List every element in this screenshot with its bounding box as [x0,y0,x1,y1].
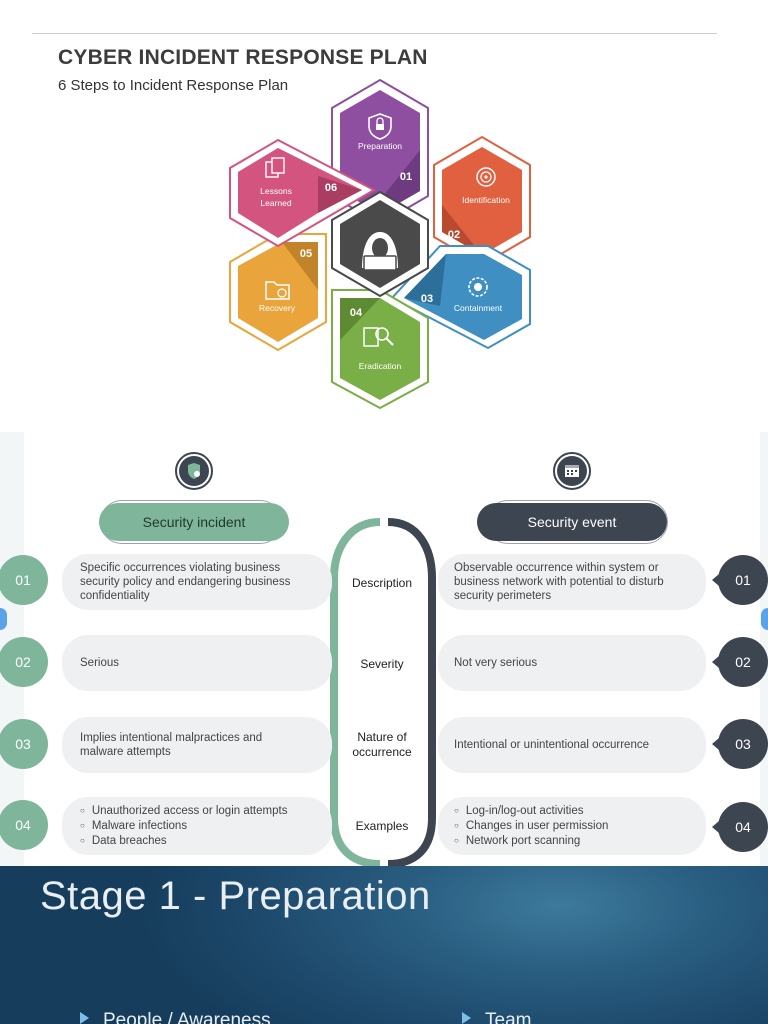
criterion-examples: Examples [355,819,409,833]
diagram-title: CYBER INCIDENT RESPONSE PLAN [58,46,428,69]
step-eradication: Eradication 04 [331,289,429,410]
hexagon-cycle-diagram: Preparation 01 Identification 02 Contai [229,78,531,410]
row-number-right: 03 [712,719,768,769]
slide-title: Stage 1 - Preparation [40,874,431,918]
step-number: 02 [448,229,460,241]
stage-slide-section: Stage 1 - Preparation People / Awareness… [0,866,768,1024]
row-number-left: 02 [0,637,48,687]
slide-bullet: Team [462,1010,531,1024]
top-divider [32,33,717,34]
center-hexagon [331,190,429,298]
criterion-nature: Nature of occurrence [352,730,412,759]
list-item: Log-in/log-out activities [454,804,608,819]
step-label: Containment [454,303,503,313]
step-label: Eradication [359,361,402,371]
event-examples-card: Log-in/log-out activities Changes in use… [438,797,706,855]
event-nature-text: Intentional or unintentional occurrence [454,739,649,751]
list-item: Changes in user permission [454,819,609,834]
step-number: 04 [350,307,363,319]
event-severity-card: Not very serious [438,635,706,691]
calendar-grid-icon [553,452,591,490]
incident-severity-text: Serious [80,657,119,669]
shield-virus-icon [175,452,213,490]
step-number: 05 [300,248,312,260]
event-description-text: Observable occurrence within system or b… [454,562,664,602]
documents-icon [265,157,285,178]
step-label: Recovery [259,303,296,313]
step-number: 06 [325,182,337,194]
bullet-text: People / Awareness [103,1010,271,1024]
incident-examples-card: Unauthorized access or login attempts Ma… [62,797,332,855]
incident-examples-list: Unauthorized access or login attempts Ma… [80,804,288,849]
event-examples-list: Log-in/log-out activities Changes in use… [454,804,609,849]
next-slide-button[interactable] [761,608,768,630]
incident-nature-card: Implies intentional malpractices and mal… [62,717,332,773]
incident-nature-text: Implies intentional malpractices and mal… [80,732,263,758]
fingerprint-icon [476,167,496,187]
row-number-right: 01 [712,555,768,605]
incident-vs-event-section: Security incident Security event 01 Spec… [0,432,768,866]
row-number-left: 03 [0,719,48,769]
list-item: Malware infections [80,819,287,834]
hacker-icon [362,232,398,271]
list-item: Data breaches [80,834,287,849]
gear-shield-icon [468,277,488,297]
lock-shield-icon [368,113,392,140]
step-number: 01 [400,171,412,183]
folder-search-icon [265,281,290,300]
criterion-description: Description [351,576,413,590]
security-incident-header: Security incident [99,503,289,541]
diagram-subtitle: 6 Steps to Incident Response Plan [58,77,289,94]
slide-bullet: People / Awareness [80,1010,271,1024]
step-label: Identification [462,195,510,205]
step-label-line2: Learned [260,198,291,208]
step-lessons-learned: Lessons Learned 06 [229,138,377,248]
row-number-right: 04 [712,802,768,852]
bullet-arrow-icon [462,1012,471,1024]
step-label-line1: Lessons [260,186,292,196]
incident-severity-card: Serious [62,635,332,691]
event-description-card: Observable occurrence within system or b… [438,554,706,610]
security-event-header: Security event [477,503,667,541]
event-severity-text: Not very serious [454,657,538,669]
step-recovery: Recovery 05 [229,233,327,352]
prev-slide-button[interactable] [0,608,7,630]
step-containment: Containment 03 [390,245,531,350]
incident-description-text: Specific occurrences violating business … [80,562,291,602]
bullet-arrow-icon [80,1012,89,1024]
event-nature-card: Intentional or unintentional occurrence [438,717,706,773]
step-label: Preparation [358,141,402,151]
criterion-severity: Severity [360,657,404,671]
center-capsule [330,518,436,866]
list-item: Network port scanning [454,834,608,849]
step-number: 03 [421,293,433,305]
row-number-left: 04 [0,800,48,850]
list-item: Unauthorized access or login attempts [80,804,288,819]
bullet-text: Team [485,1010,532,1024]
row-number-right: 02 [712,637,768,687]
incident-response-diagram-section: CYBER INCIDENT RESPONSE PLAN 6 Steps to … [0,0,768,432]
row-number-left: 01 [0,555,48,605]
magnifier-document-icon [363,327,394,347]
incident-description-card: Specific occurrences violating business … [62,554,332,610]
step-identification: Identification 02 [433,135,531,267]
